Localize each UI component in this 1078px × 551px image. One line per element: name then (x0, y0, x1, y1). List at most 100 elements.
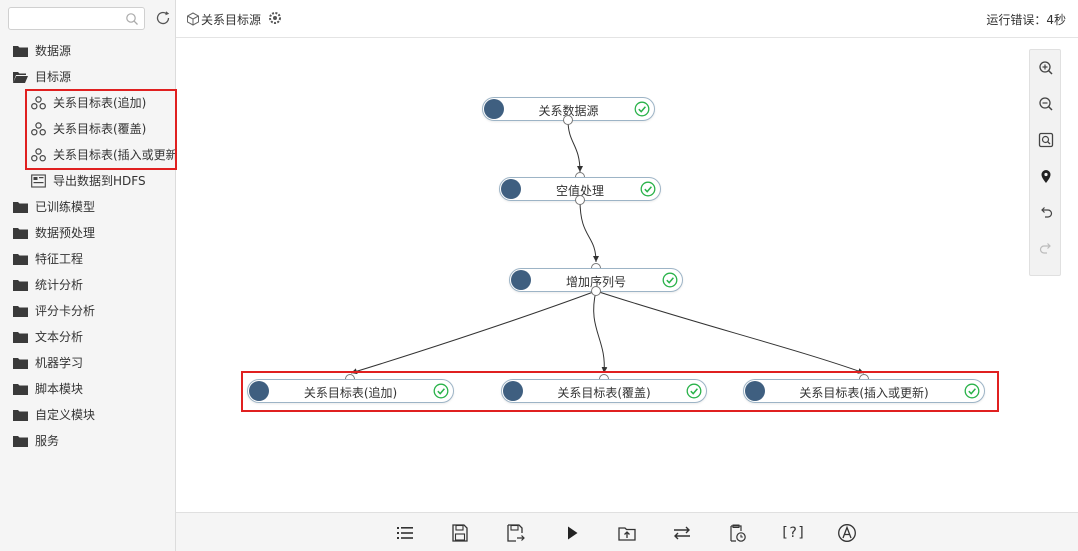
help-button[interactable]: [?] (780, 525, 806, 541)
node-label: 关系目标表(追加) (303, 386, 398, 400)
success-check-icon (686, 383, 702, 399)
node-label: 增加序列号 (565, 275, 626, 289)
tree-item-label: 目标源 (35, 70, 72, 84)
tree-folder-script[interactable]: 脚本模块 (0, 376, 176, 402)
edge-serial-to-append (350, 290, 597, 375)
tree-item-label: 自定义模块 (35, 408, 96, 422)
folder-icon (13, 228, 28, 239)
edge-source-to-nullvalue (567, 119, 583, 173)
schedule-icon[interactable] (727, 523, 747, 543)
folder-icon (13, 384, 28, 395)
tree-item-hdfs[interactable]: 导出数据到HDFS (0, 168, 176, 194)
node-label: 空值处理 (555, 184, 604, 198)
run-icon[interactable] (562, 523, 582, 543)
search-icon[interactable] (125, 12, 139, 26)
workflow-node-target-append[interactable]: 关系目标表(追加) (247, 379, 454, 403)
workflow-node-target-upsert[interactable]: 关系目标表(插入或更新) (743, 379, 985, 403)
tree-item-upsert[interactable]: 关系目标表(插入或更新 (0, 142, 178, 168)
relation-node-icon (31, 148, 46, 162)
tree-item-append[interactable]: 关系目标表(追加) (0, 90, 176, 116)
node-label: 关系目标表(覆盖) (557, 386, 651, 400)
save-as-icon[interactable] (505, 523, 525, 543)
tree-folder-feature[interactable]: 特征工程 (0, 246, 176, 272)
zoom-in-icon[interactable] (1038, 60, 1054, 76)
folder-icon (13, 436, 28, 447)
node-type-icon (745, 381, 765, 401)
tree-item-label: 服务 (35, 434, 60, 448)
output-port[interactable] (575, 195, 585, 205)
folder-icon (13, 202, 28, 213)
tree-item-label: 统计分析 (35, 278, 84, 292)
tree-folder-preprocess[interactable]: 数据预处理 (0, 220, 176, 246)
folder-open-icon (13, 72, 28, 83)
zoom-toolbar (1029, 49, 1061, 276)
folder-icon (13, 410, 28, 421)
tree-item-label: 数据预处理 (35, 226, 96, 240)
swap-icon[interactable] (672, 523, 692, 543)
folder-icon (13, 280, 28, 291)
folder-icon (13, 358, 28, 369)
success-check-icon (964, 383, 980, 399)
success-check-icon (433, 383, 449, 399)
tree-item-label: 评分卡分析 (35, 304, 96, 318)
about-icon[interactable] (837, 523, 857, 543)
tree-item-label: 特征工程 (35, 252, 84, 266)
refresh-icon[interactable] (154, 9, 172, 27)
edge-serial-to-overwrite (593, 290, 608, 374)
export-icon[interactable] (617, 523, 637, 543)
hdfs-icon (31, 174, 46, 188)
relation-node-icon (31, 96, 46, 110)
folder-icon (13, 46, 28, 57)
header: 关系目标源 运行错误：4秒 (176, 0, 1078, 38)
undo-icon[interactable] (1038, 204, 1054, 220)
tree-item-label: 文本分析 (35, 330, 84, 344)
bottom-toolbar: [?] (176, 512, 1078, 551)
zoom-out-icon[interactable] (1038, 96, 1054, 112)
redo-icon[interactable] (1038, 240, 1054, 256)
tree-item-label: 脚本模块 (35, 382, 84, 396)
success-check-icon (640, 181, 656, 197)
tree-folder-service[interactable]: 服务 (0, 428, 176, 454)
workflow-node-target-overwrite[interactable]: 关系目标表(覆盖) (501, 379, 707, 403)
node-type-icon (249, 381, 269, 401)
node-type-icon (511, 270, 531, 290)
sidebar: 数据源 目标源 关系目标表(追加) 关系目标表(覆盖) 关系目标表(插入或更新 … (0, 0, 178, 551)
search-box[interactable] (8, 7, 145, 30)
tree-item-label: 机器学习 (35, 356, 84, 370)
run-error-status: 运行错误：4秒 (986, 13, 1066, 27)
tree-item-label: 导出数据到HDFS (53, 174, 146, 188)
output-port[interactable] (563, 115, 573, 125)
datasource-tab-icon (187, 12, 199, 26)
workflow-canvas[interactable]: 关系数据源 空值处理 增加序列号 关系目标表(追加) (177, 39, 1078, 512)
output-port[interactable] (591, 286, 601, 296)
gear-icon[interactable] (268, 11, 282, 25)
edge-nullvalue-to-serial (579, 199, 599, 263)
relation-node-icon (31, 122, 46, 136)
tree-item-label: 已训练模型 (35, 200, 96, 214)
tree-item-label: 关系目标表(插入或更新 (53, 148, 178, 162)
tree-folder-scorecard[interactable]: 评分卡分析 (0, 298, 176, 324)
folder-icon (13, 306, 28, 317)
edge-serial-to-upsert (595, 290, 865, 374)
node-type-icon (484, 99, 504, 119)
fit-view-icon[interactable] (1038, 132, 1054, 148)
node-label: 关系目标表(插入或更新) (799, 386, 929, 400)
tree-folder-datasource[interactable]: 数据源 (0, 38, 176, 64)
tree-item-overwrite[interactable]: 关系目标表(覆盖) (0, 116, 176, 142)
success-check-icon (634, 101, 650, 117)
tree-folder-target[interactable]: 目标源 (0, 64, 176, 90)
node-type-icon (501, 179, 521, 199)
save-icon[interactable] (450, 523, 470, 543)
tree-folder-text[interactable]: 文本分析 (0, 324, 176, 350)
component-tree: 数据源 目标源 关系目标表(追加) 关系目标表(覆盖) 关系目标表(插入或更新 … (0, 38, 178, 454)
tree-folder-stats[interactable]: 统计分析 (0, 272, 176, 298)
edges-layer (350, 119, 865, 375)
tree-folder-custom[interactable]: 自定义模块 (0, 402, 176, 428)
locate-icon[interactable] (1038, 168, 1054, 184)
list-icon[interactable] (395, 523, 415, 543)
tree-folder-ml[interactable]: 机器学习 (0, 350, 176, 376)
tree-folder-trained-models[interactable]: 已训练模型 (0, 194, 176, 220)
node-type-icon (503, 381, 523, 401)
tree-item-label: 数据源 (35, 44, 72, 58)
